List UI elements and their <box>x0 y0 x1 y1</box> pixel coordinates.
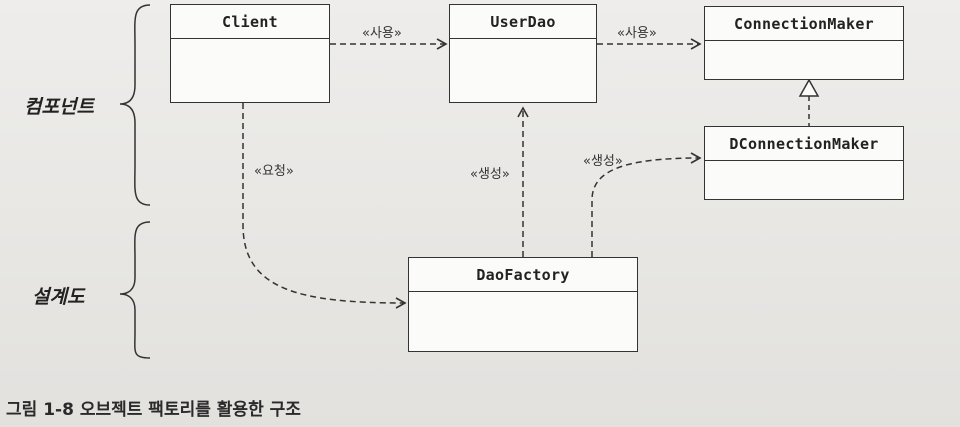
userdao-connectionmaker-label: «사용» <box>617 26 657 41</box>
realization-triangle <box>798 78 820 97</box>
design-brace <box>119 221 151 359</box>
component-brace <box>119 4 151 206</box>
client-class: Client <box>170 4 330 103</box>
client-userdao-label: «사용» <box>362 26 402 41</box>
userdao-class-name: UserDao <box>450 5 596 39</box>
daofactory-dconnectionmaker-arrow <box>591 152 702 257</box>
client-daofactory-arrow <box>242 103 407 309</box>
component-group-label: 컴포넌트 <box>24 96 94 118</box>
connectionmaker-class: ConnectionMaker <box>704 6 904 80</box>
client-class-name: Client <box>171 5 329 39</box>
dconnectionmaker-class-name: DConnectionMaker <box>705 127 903 161</box>
design-group-label: 설계도 <box>32 286 85 308</box>
daofactory-class: DaoFactory <box>408 257 638 352</box>
daofactory-dconnectionmaker-label: «생성» <box>583 154 623 169</box>
daofactory-class-name: DaoFactory <box>409 258 637 292</box>
client-daofactory-label: «요청» <box>254 164 294 179</box>
figure-caption: 그림 1-8 오브젝트 팩토리를 활용한 구조 <box>6 400 301 420</box>
connectionmaker-class-name: ConnectionMaker <box>705 7 903 41</box>
dconnectionmaker-class: DConnectionMaker <box>704 126 904 200</box>
userdao-class: UserDao <box>449 4 597 103</box>
daofactory-userdao-label: «생성» <box>470 167 510 182</box>
